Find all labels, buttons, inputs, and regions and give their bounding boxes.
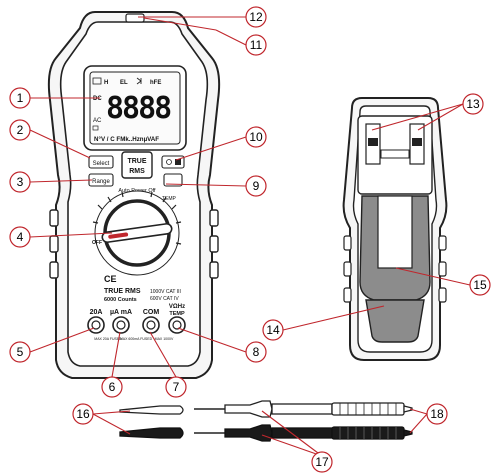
lcd-unit-strip: N°V / C FMk..HznµVAF	[94, 136, 159, 143]
probe-red	[194, 400, 413, 418]
hz-button[interactable]	[163, 173, 183, 187]
svg-text:5: 5	[17, 345, 24, 359]
lcd-digits: 8888	[106, 91, 171, 126]
callout-2: 2	[9, 119, 31, 141]
hold-bulb-icon	[166, 159, 172, 165]
svg-text:14: 14	[266, 323, 280, 337]
lcd-label-ac: AC	[93, 118, 102, 124]
jack-small-2: MAX 600mA FUSED	[120, 337, 153, 341]
jack-vohz[interactable]	[168, 316, 186, 334]
true-rms-line2: RMS	[129, 168, 145, 175]
select-button[interactable]	[88, 155, 114, 169]
jack-small-1: MAX 20A FUSED	[94, 337, 122, 341]
jack-label-ua-ma: µA mA	[110, 309, 132, 316]
true-rms-button[interactable]	[121, 151, 153, 179]
svg-text:6: 6	[109, 380, 116, 394]
callout-15: 15	[469, 274, 491, 296]
range-label: Range	[92, 179, 110, 185]
brand-line1: TRUE RMS	[104, 288, 141, 295]
callout-lines	[29, 16, 471, 457]
jack-label-com: COM	[143, 309, 160, 316]
hold-icon	[92, 125, 99, 131]
callout-9: 9	[245, 175, 267, 197]
lcd-icon-el: EL	[120, 80, 128, 86]
probe-black	[194, 424, 413, 442]
callout-18: 18	[426, 403, 448, 425]
callout-1: 1	[9, 87, 31, 109]
lcd-icon-hfe: hFE	[150, 80, 161, 86]
callout-12: 12	[245, 6, 267, 28]
callout-17: 17	[311, 451, 333, 473]
svg-text:1: 1	[17, 91, 24, 105]
callout-5: 5	[9, 341, 31, 363]
svg-text:11: 11	[250, 38, 263, 52]
lcd-label-dc: DC	[93, 96, 102, 102]
svg-text:16: 16	[76, 407, 90, 421]
brand-line2: 6000 Counts	[104, 297, 137, 303]
jack-com[interactable]	[142, 316, 160, 334]
svg-text:2: 2	[17, 123, 24, 137]
callout-6: 6	[101, 376, 123, 398]
svg-text:12: 12	[249, 10, 263, 24]
svg-text:17: 17	[315, 455, 329, 469]
callout-16: 16	[72, 403, 94, 425]
cat-line2: 600V CAT IV	[150, 296, 179, 302]
dial-temp-label: TEMP	[162, 196, 177, 202]
svg-text:15: 15	[473, 278, 487, 292]
jack-label-20a: 20A	[90, 309, 103, 316]
callout-13: 13	[462, 93, 484, 115]
top-clip	[125, 13, 145, 23]
jack-20a[interactable]	[87, 316, 105, 334]
dial-off-label: OFF	[92, 240, 102, 246]
svg-text:18: 18	[430, 407, 444, 421]
svg-text:10: 10	[249, 130, 263, 144]
back-stand-leg	[377, 195, 413, 269]
svg-text:8: 8	[253, 345, 260, 359]
svg-text:4: 4	[17, 230, 24, 244]
back-lower-panel	[365, 299, 425, 343]
test-probes	[119, 400, 413, 442]
callout-14: 14	[262, 319, 284, 341]
ce-mark: CE	[104, 274, 117, 284]
meter-back	[342, 97, 448, 361]
meter-front: H EL hFE 8888 DC AC N°V / C FMk..HznµVAF…	[47, 11, 221, 379]
select-label: Select	[93, 161, 110, 167]
diode-icon	[136, 77, 142, 85]
svg-text:13: 13	[466, 97, 480, 111]
probe-cap-black	[119, 427, 184, 439]
jack-small-4: MAX 1000V	[155, 337, 174, 341]
svg-text:3: 3	[17, 175, 24, 189]
callout-11: 11	[245, 34, 267, 56]
probe-slot-right	[412, 138, 422, 146]
svg-text:7: 7	[173, 380, 180, 394]
battery-icon	[92, 77, 102, 85]
probe-cap-white	[119, 405, 184, 415]
side-grips	[49, 209, 219, 279]
lcd-icon-h: H	[104, 80, 108, 86]
jack-ua-ma[interactable]	[112, 316, 130, 334]
probe-slot-left	[368, 138, 378, 146]
svg-text:9: 9	[253, 179, 260, 193]
dial-ticks	[92, 191, 182, 245]
stand-hinge	[380, 149, 410, 159]
back-side-grips	[343, 235, 447, 303]
callout-8: 8	[245, 341, 267, 363]
callout-10: 10	[245, 126, 267, 148]
dial-knob[interactable]	[101, 223, 173, 243]
backlight-icon	[175, 159, 181, 165]
lcd-screen	[89, 71, 181, 145]
cat-line1: 1000V CAT III	[150, 289, 181, 295]
dial-pointer	[108, 232, 129, 239]
callout-7: 7	[165, 376, 187, 398]
true-rms-line1: TRUE	[127, 158, 146, 165]
jack-label-vohz: VΩHz	[169, 304, 185, 310]
jack-label-temp: TEMP	[169, 311, 185, 317]
callout-4: 4	[9, 226, 31, 248]
callout-3: 3	[9, 171, 31, 193]
